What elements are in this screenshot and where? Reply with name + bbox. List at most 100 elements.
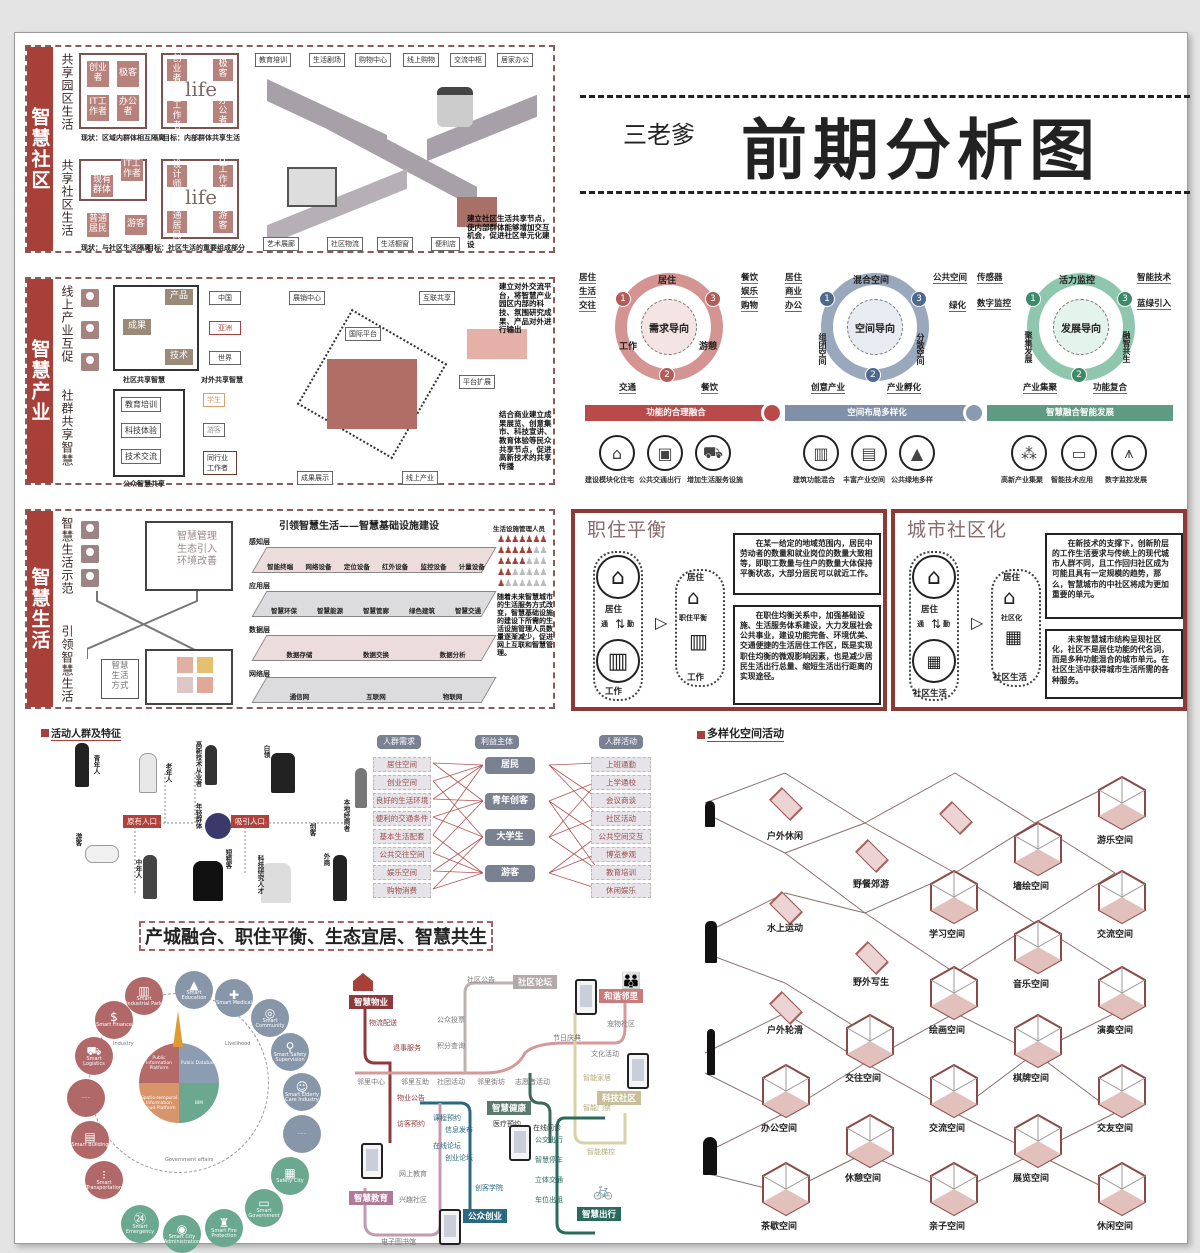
section-marker-icon (41, 729, 49, 737)
line-station-property: 智慧物业 (349, 995, 394, 1009)
tree-icon: ▲ (899, 435, 935, 471)
activity-item: 上班通勤 (591, 757, 651, 772)
space-network-lines (704, 772, 1116, 1194)
section-marker-icon (697, 731, 705, 739)
person-figure (261, 863, 291, 903)
space-label: 游乐空间 (1097, 836, 1134, 846)
ring-development: 发展导向 (1027, 273, 1135, 381)
space-label: 休憩空间 (845, 1174, 882, 1184)
group-tag: 吸引人口 (231, 815, 269, 828)
target-tag: 亚洲 (209, 321, 241, 335)
laptop-icon: ▭ (1061, 435, 1097, 471)
house-icon: ⌂ (687, 585, 700, 609)
need-item: 创业空间 (373, 775, 431, 790)
person-label: 创客 (308, 823, 316, 836)
description-text: 在某一给定的地域范围内，居民中劳动者的数量和就业岗位的数量大致相等，即职工数量与… (733, 533, 881, 595)
icon-caption: 高新产业集聚 (1001, 476, 1043, 484)
room-cube (1014, 1113, 1062, 1169)
stop-label: 课程预约 (433, 1114, 461, 1122)
tile: 极客 (213, 59, 233, 81)
stop-label: 智慧停车 (535, 1156, 563, 1164)
caption: 目标：内部群体共享生活 (163, 134, 240, 142)
node-more-livelihood: ...... (283, 1115, 321, 1153)
column-header: 人群需求 (377, 735, 421, 749)
ring-demand: 需求导向 (615, 273, 723, 381)
tag: 购物中心 (355, 53, 391, 67)
tower-icon: ⩚ (1111, 435, 1147, 471)
space-label: 演奏空间 (1097, 1026, 1134, 1036)
stop-label: 文化活动 (591, 1050, 619, 1058)
icon-caption: 公共交通出行 (639, 476, 681, 484)
target-tag: 游客 (203, 423, 225, 437)
phone-icon (575, 979, 597, 1015)
community-life-label: 社区生活 (913, 689, 948, 699)
iso-store (457, 197, 497, 227)
space-label: 户外轮滑 (767, 1026, 804, 1036)
tile (197, 657, 213, 673)
person-label: 本地经商者 (342, 799, 350, 832)
space-label: 展览空间 (1013, 1174, 1050, 1184)
stop-label: 邻里街坊 (477, 1078, 505, 1086)
stop-label: 退事服务 (393, 1044, 421, 1052)
sector: BIM (179, 1083, 219, 1123)
description-text: 在职住均衡关系中，加强基础设施、生活服务体系建设，大力发展社会公共事业，建设功能… (733, 605, 881, 705)
note-text: 建立对外交流平台，将智慧产业园区内部的科技、氛围研究成果、产品对外进行输出 (499, 282, 552, 335)
note-text: 建立社区生活共享节点，使内部群体能够增加交互机会，促进社区单元化建设 (467, 214, 550, 249)
ring-label: Government affairs (165, 1157, 214, 1163)
icon-caption: 丰富产业空间 (843, 476, 885, 484)
bicycle-icon: 🚲 (593, 1181, 613, 1200)
ring-left-label: 办公 (785, 301, 803, 312)
commute-pill (593, 551, 643, 701)
node-elderly-care: ☺Smart Elderly Care Industry (283, 1073, 321, 1111)
commute-label: 勤 (627, 619, 634, 628)
page-title: 前期分析图 (741, 112, 1101, 189)
person-figure (75, 743, 89, 787)
icon-caption: 增加生活服务设施 (687, 476, 743, 484)
ring-bottom-label: 餐饮 (701, 383, 719, 394)
office-building-icon: ▥ (596, 639, 640, 683)
person-icon (81, 321, 99, 339)
panel-community-urbanization: 城市社区化 ⌂ 居住 通 ⇅ 勤 ▦ 社区生活 ▷ 居住 ⌂ 社区化 ▦ 社区生… (891, 509, 1187, 711)
tile: 游客 (125, 215, 147, 235)
stop-label: 创客学院 (475, 1184, 503, 1192)
commute-arrows-icon: ⇅ (931, 617, 942, 631)
caption: 现状：区域内群体相互隔离 (81, 134, 165, 142)
space-label: 户外休闲 (767, 832, 804, 842)
icon-caption: 数字监控发展 (1105, 476, 1147, 484)
goal-bar-smart: 智慧融合智能发展 (987, 405, 1173, 421)
stop-label: 积分查询 (437, 1042, 465, 1050)
community-life-label: 社区生活 (993, 673, 1028, 683)
merged-pill (991, 569, 1041, 687)
goal-diagram-2: 设计师 IT工作者 普通居民 游客 life (161, 155, 239, 241)
ring-right-label: 娱乐 (741, 287, 759, 298)
node-safety-city: ▦Safety City (271, 1157, 309, 1195)
stakeholder-actor: 游客 (485, 865, 535, 882)
arc-label: 混合空间 (853, 276, 890, 286)
ring-right-label: 智能技术 (1137, 273, 1172, 284)
life-text: life (185, 185, 218, 209)
activity-item: 休闲娱乐 (591, 883, 651, 898)
bar-joint (963, 402, 985, 424)
ring-center: 空间导向 (847, 299, 903, 355)
commute-label: 勤 (943, 619, 950, 628)
person-figure (143, 855, 157, 899)
caption: 现状：与社区生活隔离 (81, 244, 151, 252)
tile (177, 657, 193, 673)
space-label: 棋牌空间 (1013, 1074, 1050, 1084)
work-label: 工作 (605, 687, 623, 697)
tile (197, 677, 213, 693)
layer-name: 应用层 (249, 582, 270, 590)
stop-label: 在线论坛 (433, 1142, 461, 1150)
stop-label: 创业论坛 (445, 1154, 473, 1162)
stop-label: 兴趣社区 (399, 1196, 427, 1204)
stop-label: 智能梯控 (587, 1148, 615, 1156)
stakeholder-actor: 居民 (485, 757, 535, 774)
line-station-education: 智慧教育 (349, 1191, 394, 1205)
tag: 便利店 (431, 237, 460, 251)
ring-center: 需求导向 (641, 299, 697, 355)
tag: 展销中心 (289, 291, 325, 305)
person-label: 中年人 (134, 859, 142, 879)
person-figure (205, 813, 231, 839)
space-label: 亲子空间 (929, 1222, 966, 1232)
